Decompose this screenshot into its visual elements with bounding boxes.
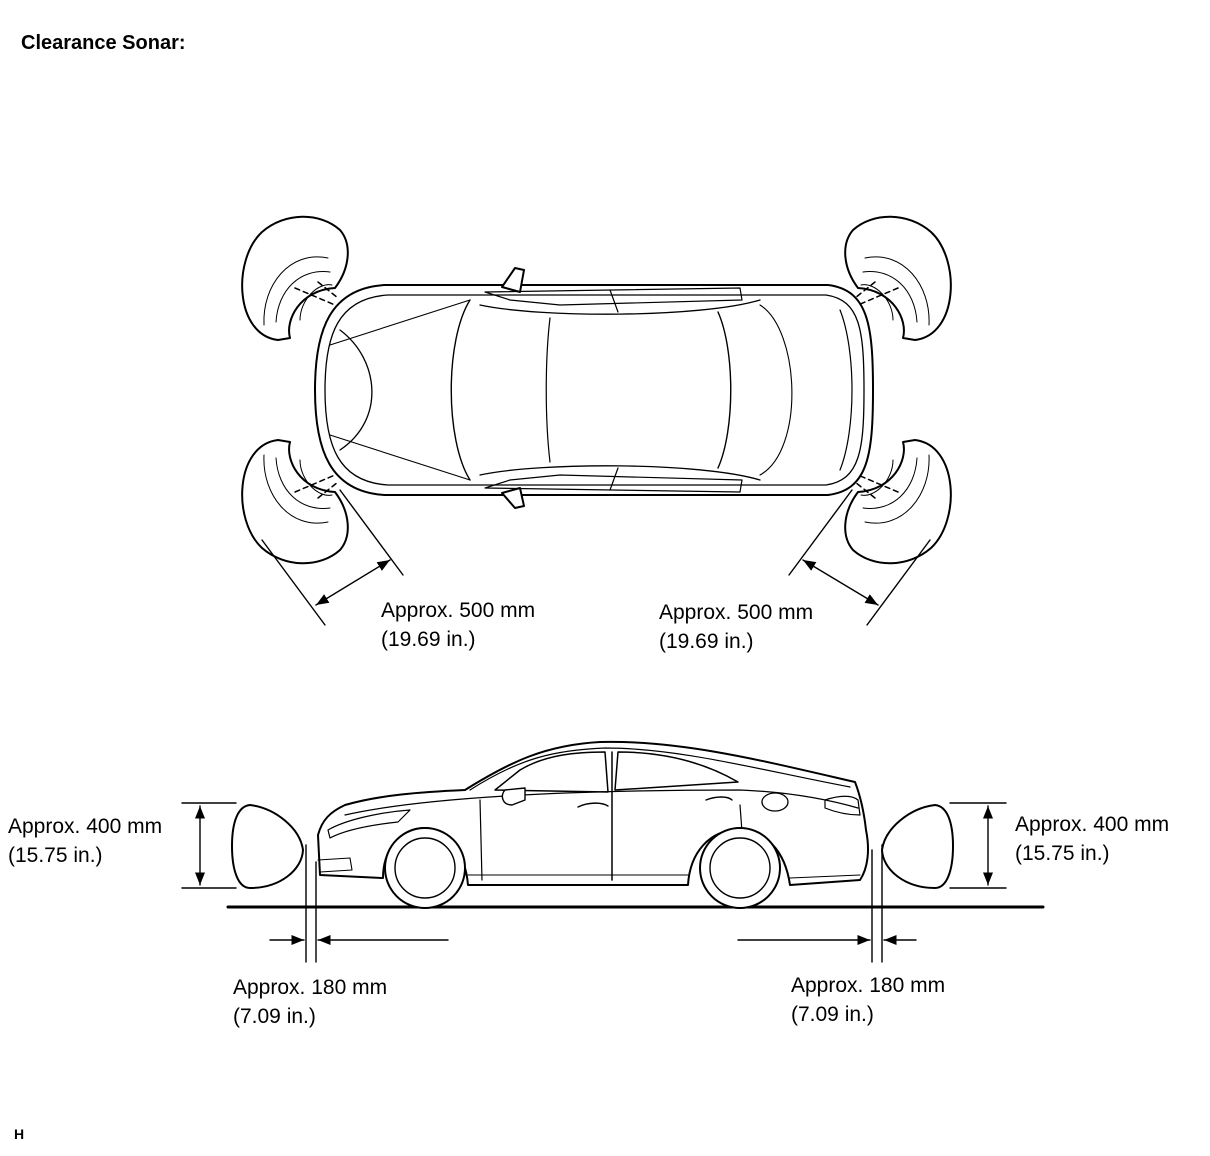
sonar-zone-front-left <box>241 215 349 341</box>
car-side-view <box>317 740 869 909</box>
label-500mm-right: Approx. 500 mm (19.69 in.) <box>659 598 813 656</box>
sonar-zone-side-front <box>231 804 304 889</box>
label-400mm-right: Approx. 400 mm (15.75 in.) <box>1015 810 1169 868</box>
label-180mm-right: Approx. 180 mm (7.09 in.) <box>791 971 945 1029</box>
label-180mm-left-line2: (7.09 in.) <box>233 1005 316 1028</box>
label-400mm-left-line1: Approx. 400 mm <box>8 815 163 838</box>
label-500mm-right-line2: (19.69 in.) <box>659 630 754 653</box>
dimension-500mm-left <box>261 489 404 626</box>
corner-mark: H <box>14 1126 25 1142</box>
car-top-view <box>314 267 874 509</box>
label-500mm-left-line2: (19.69 in.) <box>381 628 476 651</box>
sonar-zone-rear-left <box>241 439 349 565</box>
label-180mm-right-line2: (7.09 in.) <box>791 1003 874 1026</box>
label-400mm-left: Approx. 400 mm (15.75 in.) <box>8 812 162 870</box>
dimension-180mm-right <box>737 844 917 963</box>
sonar-zone-front-right <box>844 215 952 341</box>
label-400mm-right-line2: (15.75 in.) <box>1015 842 1110 865</box>
label-500mm-left: Approx. 500 mm (19.69 in.) <box>381 596 535 654</box>
dimension-400mm-left <box>181 802 237 889</box>
diagram-title: Clearance Sonar: <box>21 32 186 54</box>
label-500mm-left-line1: Approx. 500 mm <box>381 599 536 622</box>
label-180mm-left-line1: Approx. 180 mm <box>233 976 388 999</box>
label-500mm-right-line1: Approx. 500 mm <box>659 601 814 624</box>
dimension-400mm-right <box>949 802 1007 889</box>
sonar-zone-rear-right <box>844 439 952 565</box>
label-400mm-left-line2: (15.75 in.) <box>8 844 103 867</box>
sonar-zone-side-rear <box>881 804 954 889</box>
label-180mm-right-line1: Approx. 180 mm <box>791 974 946 997</box>
dimension-500mm-right <box>788 489 931 626</box>
label-400mm-right-line1: Approx. 400 mm <box>1015 813 1170 836</box>
label-180mm-left: Approx. 180 mm (7.09 in.) <box>233 973 387 1031</box>
dimension-180mm-left <box>269 844 449 963</box>
